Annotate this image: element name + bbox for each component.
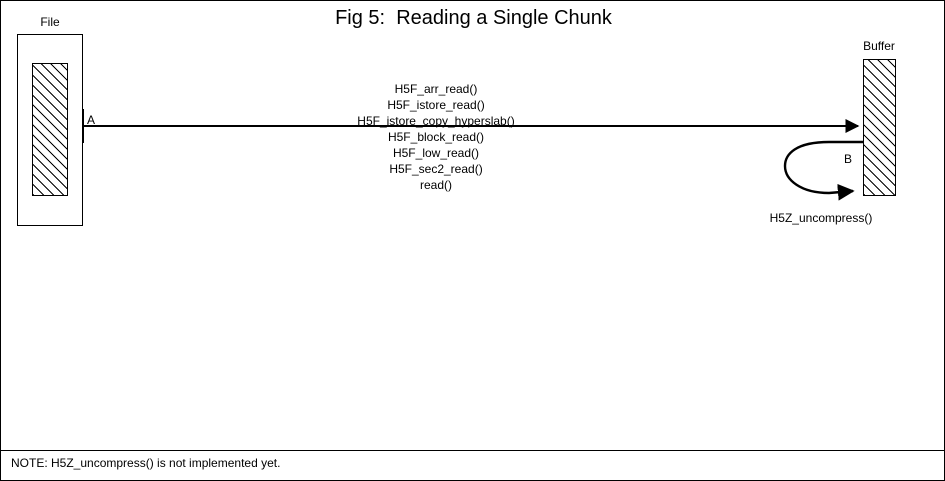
call-stack-item: H5F_arr_read()	[394, 82, 478, 96]
call-stack-list: H5F_arr_read() H5F_istore_read() H5F_ist…	[311, 81, 561, 193]
call-stack-item: H5F_sec2_read()	[389, 162, 483, 176]
buffer-label: Buffer	[863, 39, 895, 53]
file-chunk-block	[32, 63, 68, 196]
point-label-a: A	[87, 113, 96, 127]
file-label: File	[40, 15, 60, 29]
call-stack-item: read()	[419, 178, 452, 192]
figure-title: Fig 5: Reading a Single Chunk	[335, 7, 612, 29]
footer-divider	[1, 450, 944, 451]
uncompress-loop-arrow	[783, 140, 863, 201]
call-stack-item: H5F_istore_read()	[387, 98, 485, 112]
footer-note: NOTE: H5Z_uncompress() is not implemente…	[11, 456, 281, 470]
buffer-chunk-block	[863, 59, 896, 196]
call-stack-item: H5F_istore_copy_hyperslab()	[357, 114, 515, 128]
point-label-b: B	[844, 152, 853, 166]
call-stack-item: H5F_low_read()	[392, 146, 480, 160]
uncompress-loop-label: H5Z_uncompress()	[769, 211, 873, 225]
call-stack-item: H5F_block_read()	[387, 130, 485, 144]
